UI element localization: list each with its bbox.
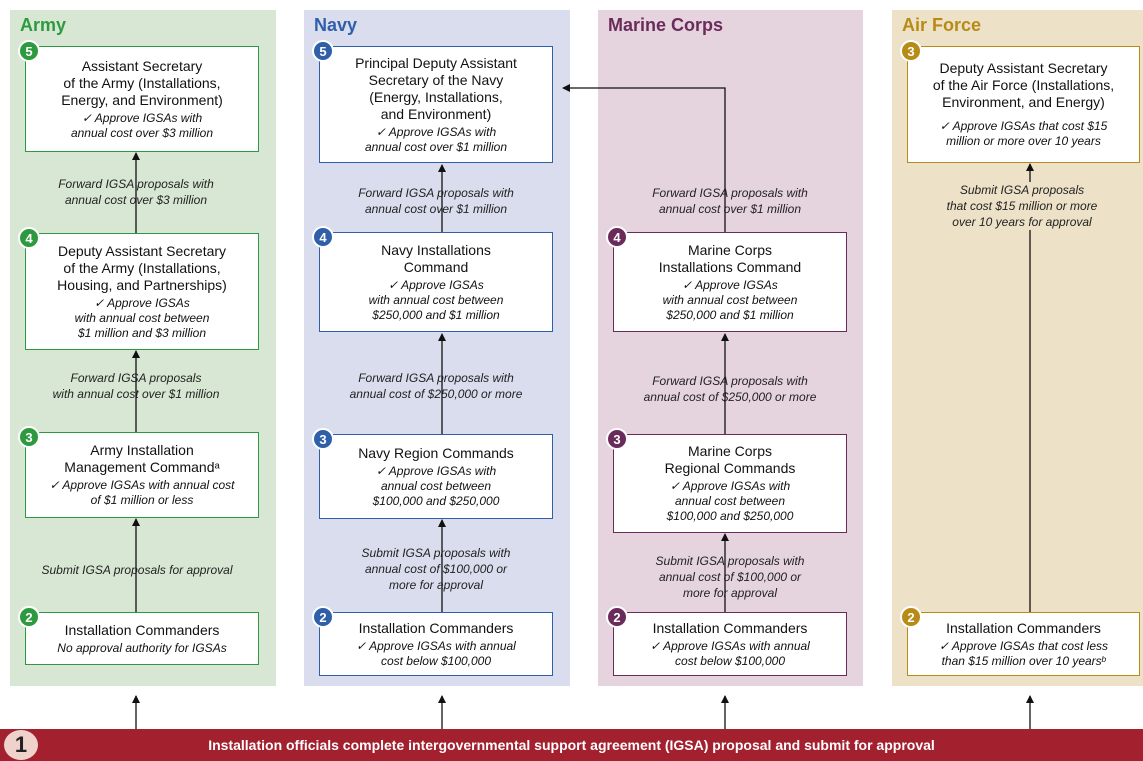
navy-pdasn-desc: ✓ Approve IGSAs with annual cost over $1… (364, 124, 508, 154)
navy-installation-commanders-title: Installation Commanders (358, 619, 514, 636)
army-column-title: Army (20, 15, 67, 35)
marine-column: Marine Corps (598, 10, 863, 686)
navy-region-commands-title: Navy Region Commands (358, 444, 514, 461)
army-imcom-box: Army Installation Management Commandᵃ ✓ … (25, 432, 259, 518)
navy-installation-commanders-desc: ✓ Approve IGSAs with annual cost below $… (356, 638, 516, 668)
step-1-text: Installation officials complete intergov… (208, 737, 935, 753)
army-note-forward-3m: Forward IGSA proposals with annual cost … (58, 177, 214, 207)
army-note-submit: Submit IGSA proposals for approval (41, 563, 233, 577)
navy-note-submit: Submit IGSA proposals with annual cost o… (361, 546, 511, 592)
marine-installation-commanders-title: Installation Commanders (652, 619, 808, 636)
marine-column-title: Marine Corps (608, 15, 724, 35)
navy-installations-command-desc: ✓ Approve IGSAs with annual cost between… (368, 277, 504, 322)
marine-step-4-badge: 4 (606, 226, 628, 248)
airforce-dasaf-title: Deputy Assistant Secretary of the Air Fo… (932, 60, 1115, 110)
army-asa-title: Assistant Secretary of the Army (Install… (61, 57, 223, 108)
army-step-5-badge: 5 (18, 40, 40, 62)
navy-column-title: Navy (314, 15, 358, 35)
army-step-2-badge: 2 (18, 606, 40, 628)
airforce-step-2-badge: 2 (900, 606, 922, 628)
airforce-dasaf-desc: ✓ Approve IGSAs that cost $15 million or… (939, 119, 1108, 148)
airforce-dasaf-box: Deputy Assistant Secretary of the Air Fo… (907, 46, 1140, 163)
marine-regional-commands-box: Marine Corps Regional Commands ✓ Approve… (613, 434, 847, 533)
navy-installations-command-title: Navy Installations Command (381, 241, 491, 275)
step-1-badge: 1 (4, 730, 38, 760)
marine-installation-commanders-desc: ✓ Approve IGSAs with annual cost below $… (650, 638, 810, 668)
navy-pdasn-title: Principal Deputy Assistant Secretary of … (355, 54, 517, 122)
marine-note-forward-1m: Forward IGSA proposals with annual cost … (652, 186, 808, 216)
navy-step-4-badge: 4 (312, 226, 334, 248)
marine-step-3-badge: 3 (606, 428, 628, 450)
airforce-installation-commanders-title: Installation Commanders (946, 619, 1101, 636)
navy-region-commands-box: Navy Region Commands ✓ Approve IGSAs wit… (319, 434, 553, 519)
marine-note-forward-250k: Forward IGSA proposals with annual cost … (643, 374, 817, 404)
marine-installations-command-box: Marine Corps Installations Command ✓ App… (613, 232, 847, 332)
army-dasa-title: Deputy Assistant Secretary of the Army (… (57, 242, 227, 293)
army-step-4-badge: 4 (18, 227, 40, 249)
step-1-bar: Installation officials complete intergov… (0, 729, 1143, 761)
airforce-installation-commanders-desc: ✓ Approve IGSAs that cost less than $15 … (938, 638, 1108, 668)
airforce-column-title: Air Force (902, 15, 982, 35)
army-installation-commanders-desc: No approval authority for IGSAs (57, 640, 227, 655)
army-dasa-box: Deputy Assistant Secretary of the Army (… (25, 233, 259, 350)
army-asa-desc: ✓ Approve IGSAs with annual cost over $3… (70, 110, 214, 140)
army-installation-commanders-title: Installation Commanders (64, 621, 220, 638)
marine-arrow-4-navy5 (562, 84, 726, 232)
navy-note-forward-1m: Forward IGSA proposals with annual cost … (358, 186, 514, 216)
army-step-3-badge: 3 (18, 426, 40, 448)
marine-installation-commanders-box: Installation Commanders ✓ Approve IGSAs … (613, 612, 847, 676)
army-note-forward-1m: Forward IGSA proposals with annual cost … (52, 371, 220, 401)
marine-installations-command-title: Marine Corps Installations Command (658, 241, 802, 275)
navy-installation-commanders-box: Installation Commanders ✓ Approve IGSAs … (319, 612, 553, 676)
navy-note-forward-250k: Forward IGSA proposals with annual cost … (349, 371, 523, 401)
marine-note-submit: Submit IGSA proposals with annual cost o… (655, 554, 805, 600)
airforce-step-3-badge: 3 (900, 40, 922, 62)
marine-step-2-badge: 2 (606, 606, 628, 628)
marine-regional-commands-desc: ✓ Approve IGSAs with annual cost between… (666, 479, 794, 523)
navy-step-3-badge: 3 (312, 428, 334, 450)
navy-step-2-badge: 2 (312, 606, 334, 628)
navy-installations-command-box: Navy Installations Command ✓ Approve IGS… (319, 232, 553, 332)
navy-pdasn-box: Principal Deputy Assistant Secretary of … (319, 46, 553, 163)
army-installation-commanders-box: Installation Commanders No approval auth… (25, 612, 259, 665)
army-dasa-desc: ✓ Approve IGSAs with annual cost between… (74, 295, 210, 340)
marine-regional-commands-title: Marine Corps Regional Commands (664, 443, 796, 476)
marine-installations-command-desc: ✓ Approve IGSAs with annual cost between… (662, 277, 798, 322)
airforce-installation-commanders-box: Installation Commanders ✓ Approve IGSAs … (907, 612, 1140, 676)
airforce-note-submit: Submit IGSA proposals that cost $15 mill… (904, 182, 1140, 230)
navy-step-5-badge: 5 (312, 40, 334, 62)
army-asa-box: Assistant Secretary of the Army (Install… (25, 46, 259, 152)
navy-region-commands-desc: ✓ Approve IGSAs with annual cost between… (372, 463, 500, 508)
army-imcom-title: Army Installation Management Commandᵃ (64, 442, 220, 475)
army-imcom-desc: ✓ Approve IGSAs with annual cost of $1 m… (49, 478, 235, 507)
